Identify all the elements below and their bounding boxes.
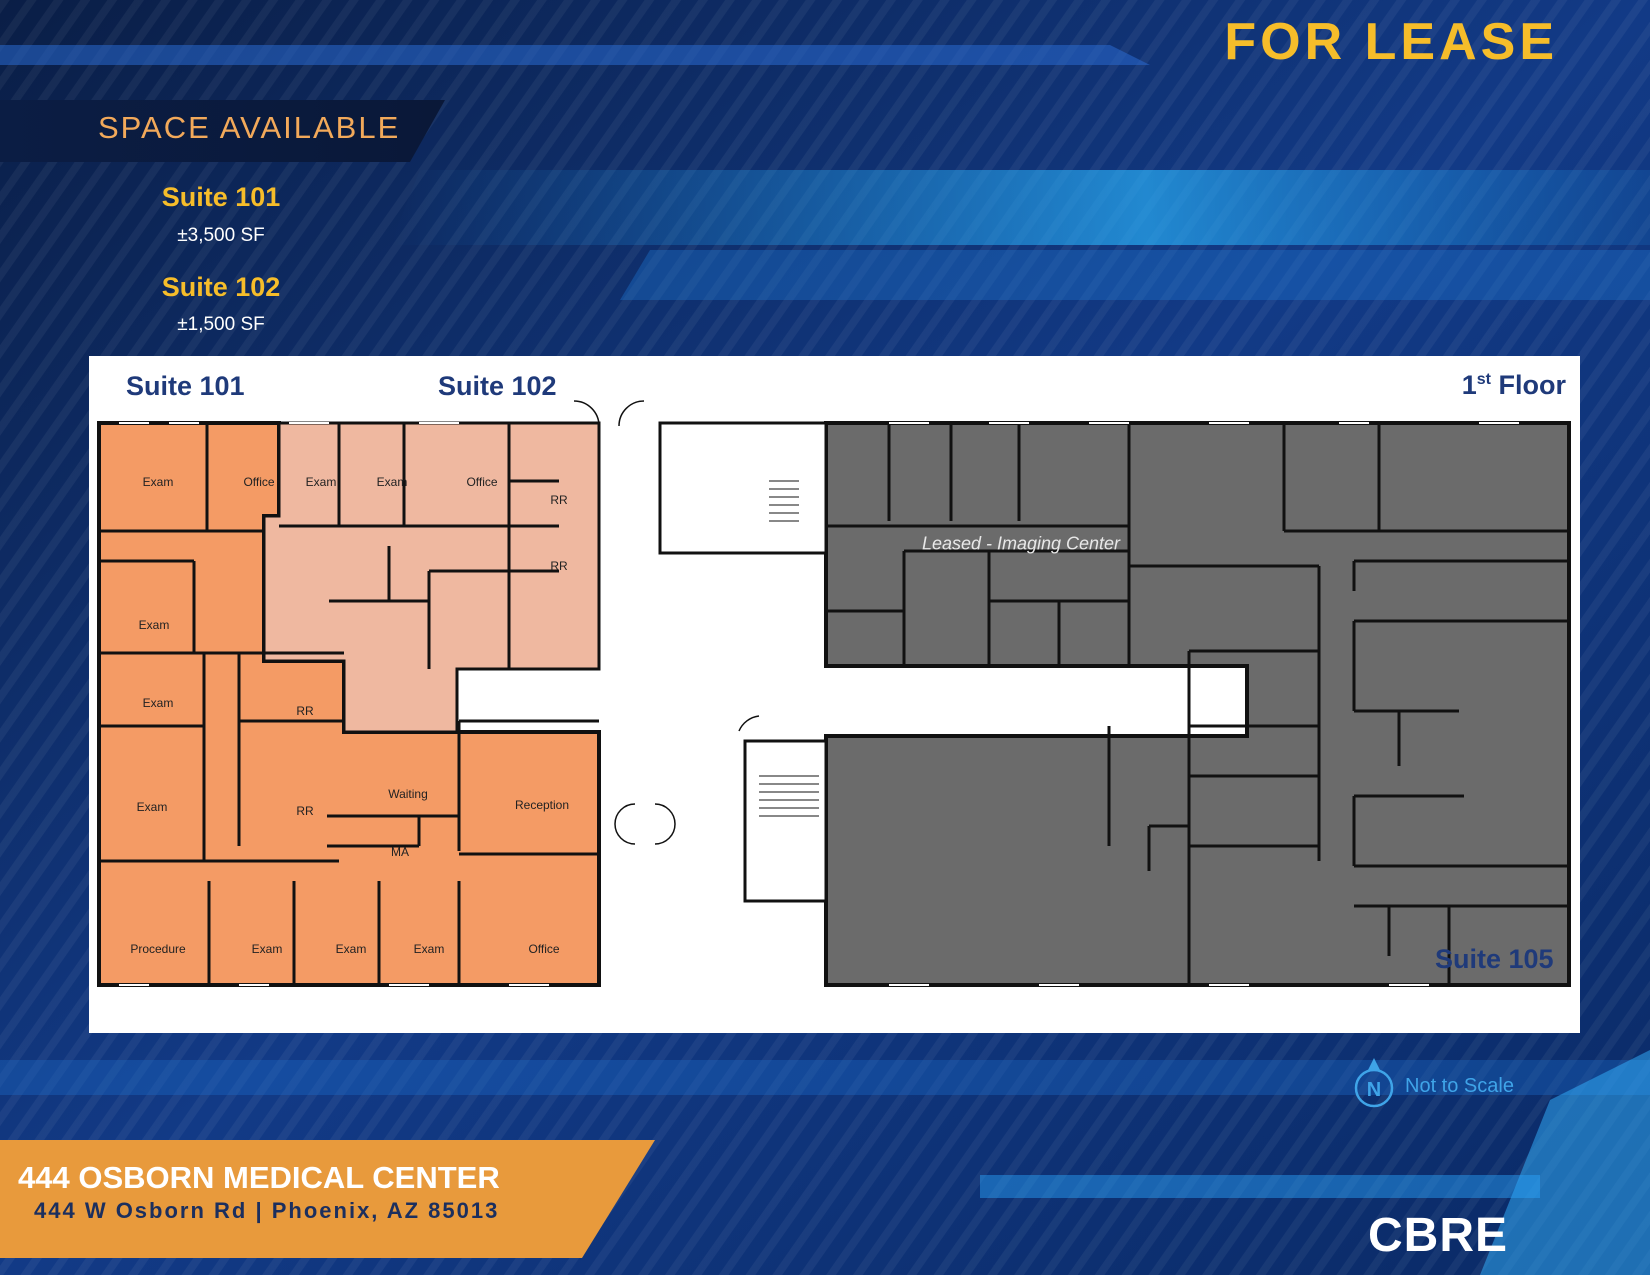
stair-south xyxy=(743,739,828,903)
room-label: Procedure xyxy=(130,942,186,956)
room-label: RR xyxy=(550,493,568,507)
room-label: Waiting xyxy=(388,787,428,801)
floor-plan: Suite 101 Suite 102 1st Floor Suite 105 … xyxy=(89,356,1580,1033)
address-banner xyxy=(0,1140,655,1258)
room-label: RR xyxy=(550,559,568,573)
floor-label: 1st Floor xyxy=(1462,370,1566,401)
room-label: Exam xyxy=(142,475,174,489)
room-label: Reception xyxy=(514,798,570,812)
room-label: Exam xyxy=(376,475,408,489)
room-label: RR xyxy=(296,704,314,718)
suite-102-size: ±1,500 SF xyxy=(177,314,265,335)
room-label: Exam xyxy=(335,942,367,956)
room-label: Exam xyxy=(413,942,445,956)
room-label: Office xyxy=(466,475,498,489)
floor-number: 1 xyxy=(1461,370,1477,400)
room-label: Exam xyxy=(142,696,174,710)
room-label: Exam xyxy=(138,618,170,632)
room-label: Office xyxy=(243,475,275,489)
room-label: Exam xyxy=(251,942,283,956)
space-available-banner xyxy=(0,100,445,162)
cbre-logo: CBRE xyxy=(1368,1209,1509,1262)
space-available-heading: SPACE AVAILABLE xyxy=(98,110,401,145)
floor-plan-drawing xyxy=(97,400,1571,987)
suite-105-area xyxy=(824,421,1571,987)
plan-suite-105-label: Suite 105 xyxy=(1435,944,1554,974)
suite-101-name: Suite 101 xyxy=(161,182,281,212)
for-lease-heading: FOR LEASE xyxy=(1224,13,1558,71)
room-label: Office xyxy=(528,942,560,956)
room-label: RR xyxy=(296,804,314,818)
suite-101-size: ±3,500 SF xyxy=(177,225,265,246)
leased-imaging-label: Leased - Imaging Center xyxy=(921,533,1121,554)
stair-north xyxy=(658,421,828,555)
north-letter: N xyxy=(1367,1079,1381,1101)
floor-word: Floor xyxy=(1498,370,1567,400)
scale-note: Not to Scale xyxy=(1405,1075,1514,1097)
plan-suite-101-label: Suite 101 xyxy=(126,371,245,401)
building-name: 444 OSBORN MEDICAL CENTER xyxy=(18,1160,500,1195)
suite-102-name: Suite 102 xyxy=(161,272,281,302)
room-label: Exam xyxy=(305,475,337,489)
plan-suite-102-label: Suite 102 xyxy=(438,371,557,401)
north-arrow-icon: N xyxy=(1354,1058,1394,1108)
room-label: MA xyxy=(391,845,409,859)
floor-suffix: st xyxy=(1476,371,1491,388)
suite-102-area xyxy=(262,421,601,734)
room-label: Exam xyxy=(136,800,168,814)
building-address: 444 W Osborn Rd | Phoenix, AZ 85013 xyxy=(34,1198,500,1223)
